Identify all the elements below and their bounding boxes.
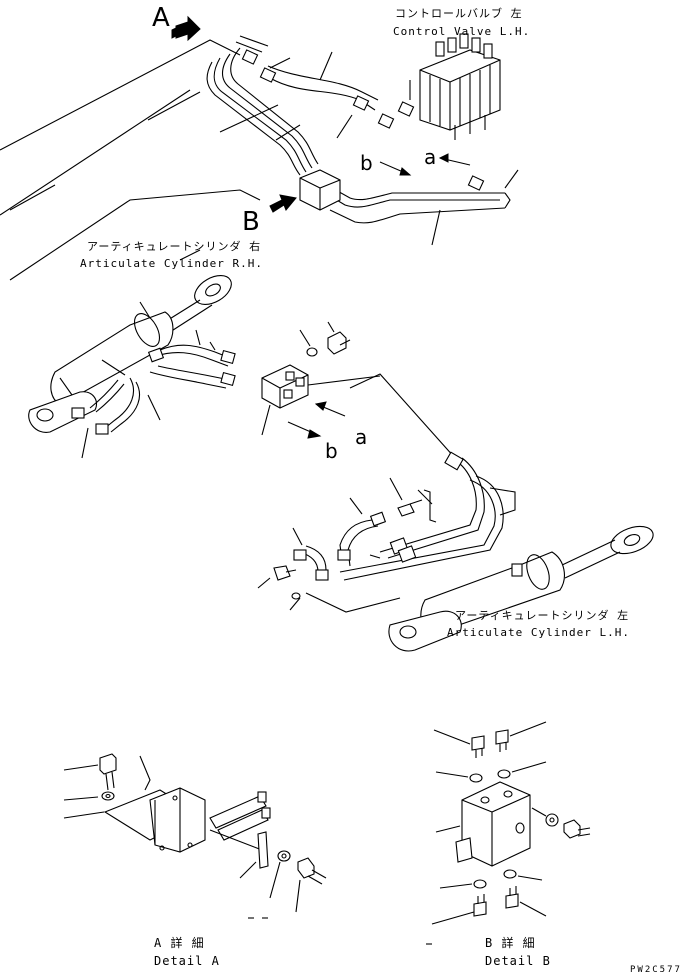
flow-arrow-a-mid bbox=[314, 401, 346, 417]
flow-b-label-mid: b bbox=[325, 439, 338, 463]
articulate-cylinder-lh bbox=[273, 451, 654, 652]
flow-arrow-b-mid bbox=[287, 421, 322, 439]
flow-a-label-mid: a bbox=[355, 425, 367, 449]
junction-block-middle bbox=[261, 364, 381, 409]
cyl-lh-label-jp: アーティキュレートシリンダ 左 bbox=[455, 608, 629, 622]
view-b-arrow bbox=[269, 194, 297, 213]
control-valve-label-en: Control Valve L.H. bbox=[393, 25, 530, 38]
chassis-outline bbox=[0, 39, 279, 281]
detail-b-title-en: Detail B bbox=[485, 954, 551, 968]
detail-a-leaders bbox=[63, 755, 301, 919]
view-b-label: B bbox=[242, 207, 260, 237]
detail-b-leaders bbox=[426, 721, 547, 945]
flow-arrow-b-top bbox=[379, 161, 412, 176]
bolt-washer-middle bbox=[306, 331, 351, 357]
cyl-lh-label-en: Articulate Cylinder L.H. bbox=[447, 626, 630, 639]
detail-a-drawing bbox=[99, 753, 327, 885]
leader-lines-middle bbox=[59, 301, 335, 459]
cyl-rh-label-en: Articulate Cylinder R.H. bbox=[80, 257, 263, 270]
articulate-cylinder-rh bbox=[28, 275, 236, 435]
detail-b-title-jp: B 詳 細 bbox=[485, 935, 536, 950]
detail-b-drawing bbox=[455, 729, 591, 917]
view-a-arrow bbox=[171, 15, 201, 42]
control-valve-lh bbox=[419, 33, 501, 140]
view-a-label: A bbox=[152, 3, 170, 33]
flow-arrow-a-top bbox=[438, 153, 471, 166]
flow-b-label-top: b bbox=[360, 151, 373, 175]
cyl-rh-label-jp: アーティキュレートシリンダ 右 bbox=[87, 239, 261, 253]
fittings-top bbox=[241, 49, 485, 191]
drawing-reference-number: PW2C577 bbox=[630, 965, 682, 975]
junction-block-top bbox=[299, 169, 341, 211]
control-valve-label-jp: コントロールバルブ 左 bbox=[395, 6, 523, 20]
flow-a-label-top: a bbox=[424, 145, 436, 169]
leader-lines-lh bbox=[257, 477, 437, 613]
detail-a-title-en: Detail A bbox=[154, 954, 220, 968]
leader-lines-top bbox=[275, 51, 441, 246]
detail-a-title-jp: A 詳 細 bbox=[154, 935, 205, 950]
